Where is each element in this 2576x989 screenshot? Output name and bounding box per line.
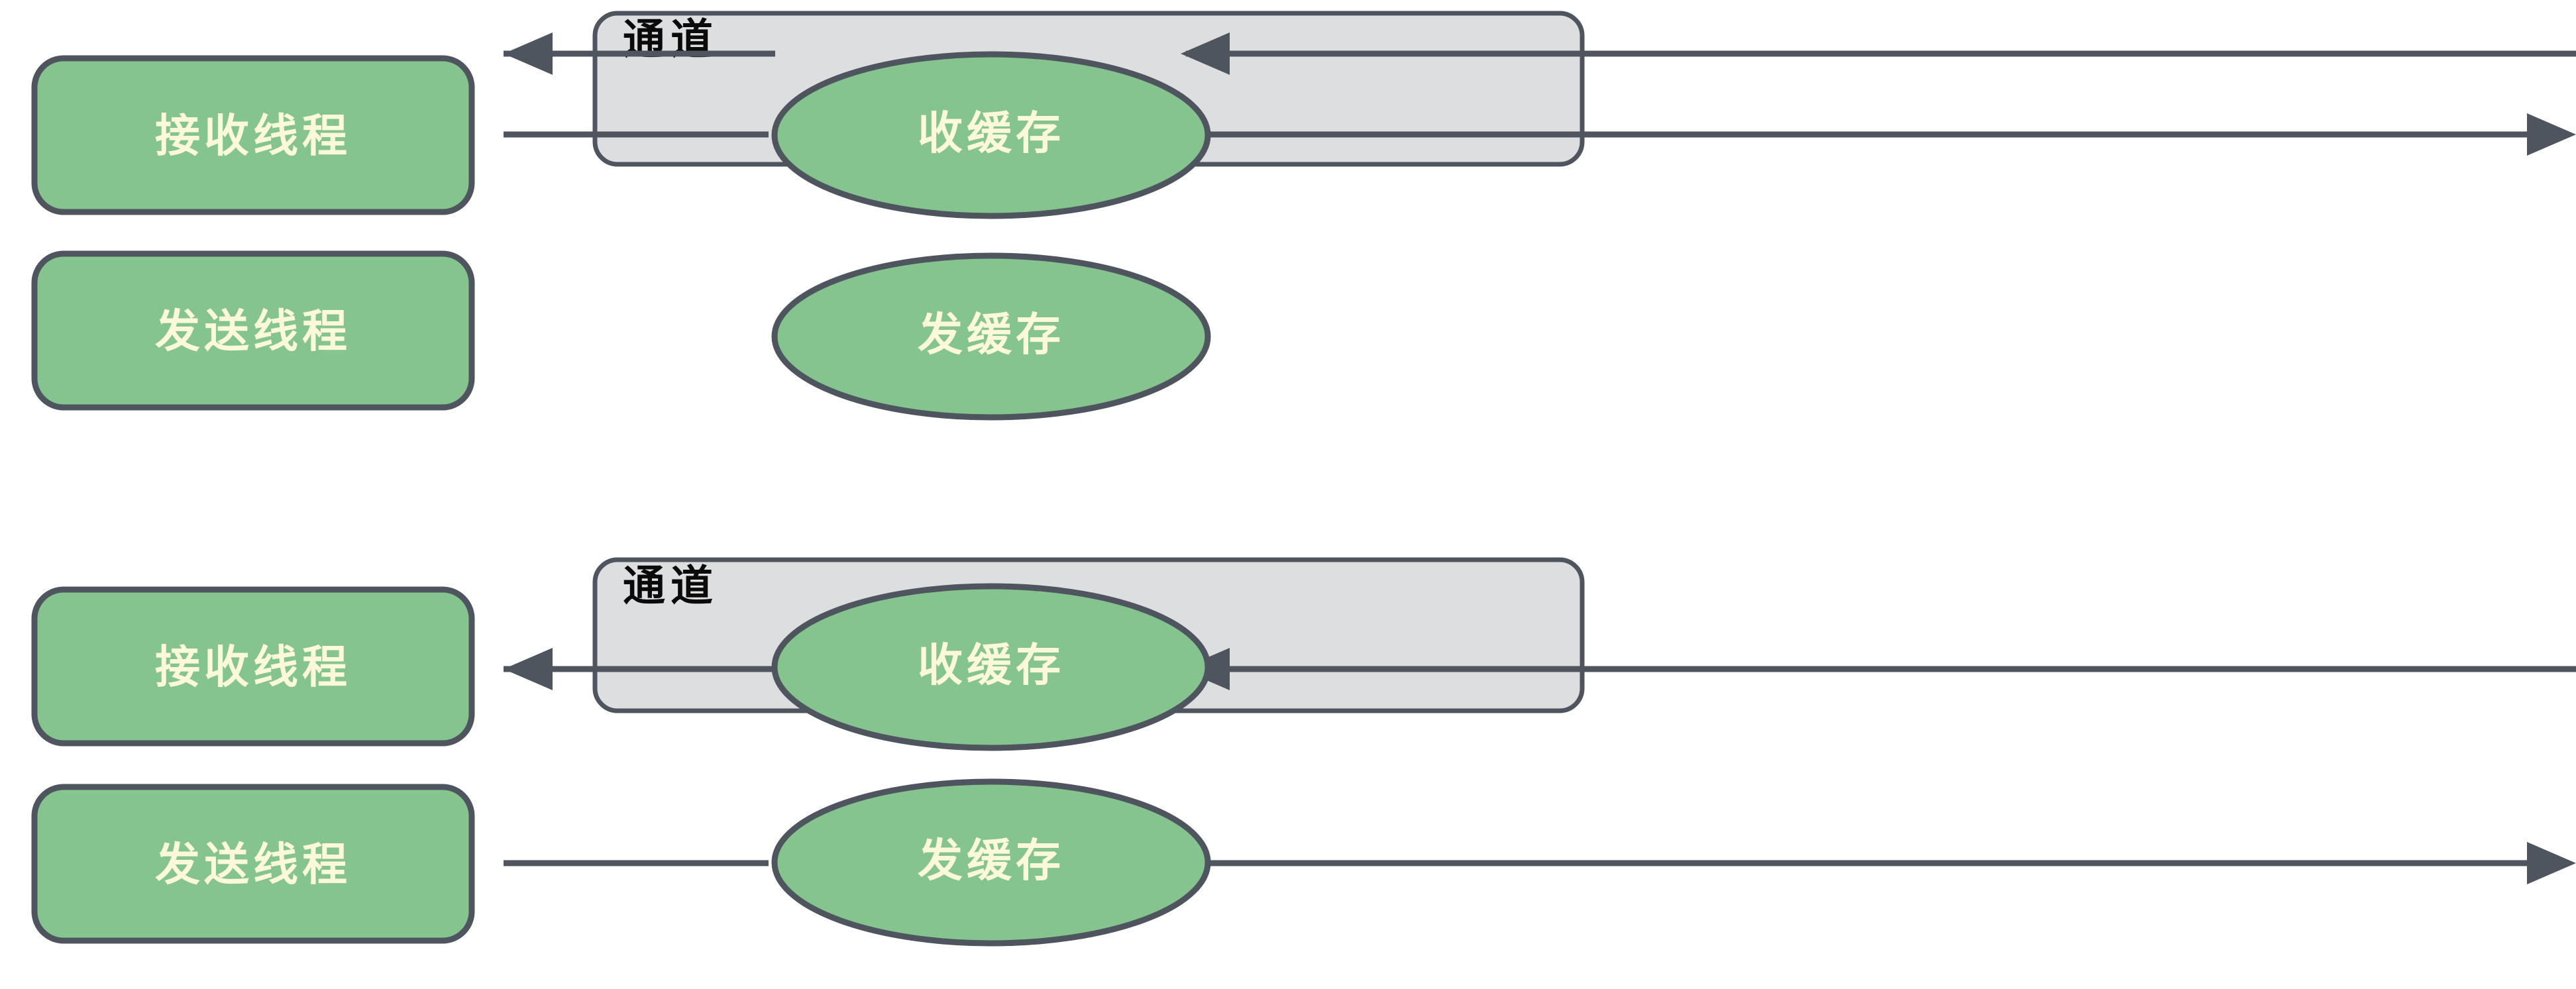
node-send-buffer-1[interactable]: 发缓存 [771,252,1211,421]
node-recv-buffer-2[interactable]: 收缓存 [771,583,1211,751]
send-buffer-ellipse-2[interactable] [771,778,1211,947]
send-buffer-label-1: 发缓存 [918,309,1065,362]
send-thread-label-1: 发送线程 [155,306,351,358]
node-send-thread-1[interactable]: 发送线程 [31,250,475,411]
node-recv-thread-1[interactable]: 接收线程 [31,55,475,215]
arrowhead-send-out-2 [2527,842,2576,884]
node-recv-buffer-1[interactable]: 收缓存 [771,51,1211,219]
send-buffer-label-2: 发缓存 [918,835,1065,888]
recv-buffer-label-2: 收缓存 [918,640,1065,692]
node-send-buffer-2[interactable]: 发缓存 [771,778,1211,947]
arrowhead-recv-buffer-to-thread-1 [504,32,553,75]
recv-thread-label-1: 接收线程 [155,111,351,163]
recv-thread-label-2: 接收线程 [155,642,351,694]
arrowhead-channel-to-recv-buffer-1 [1181,32,1230,75]
recv-buffer-ellipse-2[interactable] [771,583,1211,751]
send-thread-rect-1[interactable] [31,250,475,411]
send-thread-label-2: 发送线程 [155,839,351,892]
send-thread-rect-2[interactable] [31,784,475,944]
recv-buffer-ellipse-1[interactable] [771,51,1211,219]
node-send-thread-2[interactable]: 发送线程 [31,784,475,944]
recv-thread-rect-2[interactable] [31,586,475,747]
group-bottom: 通道 接收线程 发送线程 [31,557,2576,947]
send-buffer-ellipse-1[interactable] [771,252,1211,421]
recv-thread-rect-1[interactable] [31,55,475,215]
node-recv-thread-2[interactable]: 接收线程 [31,586,475,747]
channel-label-1: 通道 [623,16,718,65]
arrowhead-recv-buffer-to-thread-2 [504,648,553,690]
recv-buffer-label-1: 收缓存 [918,108,1065,160]
channel-label-2: 通道 [623,562,718,611]
arrowhead-send-out-1 [2527,113,2576,156]
group-top: 通道 接收线程 发送线程 [31,11,2576,421]
